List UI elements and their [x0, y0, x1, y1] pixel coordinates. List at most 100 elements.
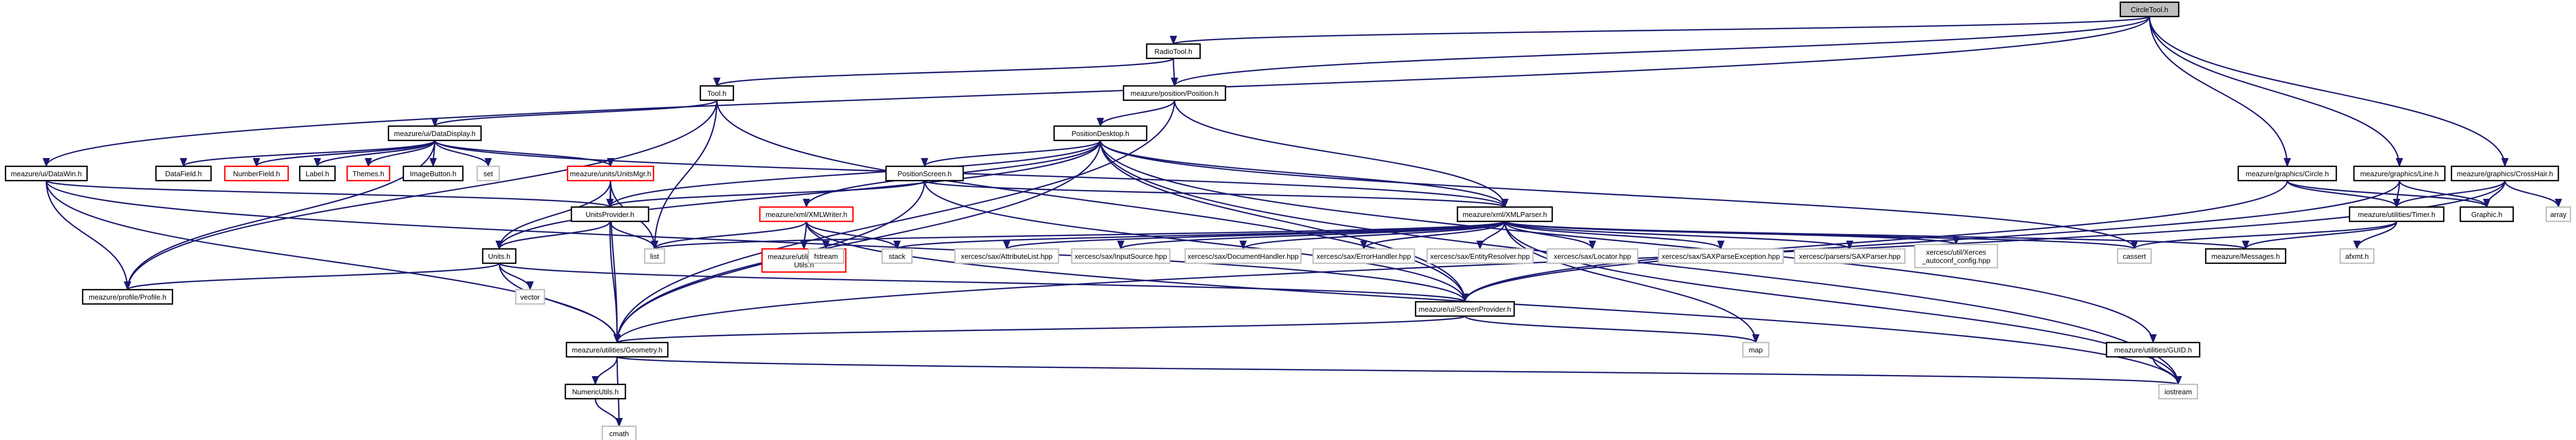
edge-tool-to-screenprovider: [716, 100, 1469, 303]
edge-xmlparser-to-saxparseexception: [1504, 221, 1725, 250]
node-array[interactable]: array: [2545, 206, 2572, 222]
node-attributelist[interactable]: xercesc/sax/AttributeList.hpp: [954, 248, 1060, 264]
node-locator[interactable]: xercesc/sax/Locator.hpp: [1546, 248, 1639, 264]
node-afxmt[interactable]: afxmt.h: [2339, 248, 2375, 264]
node-positiondesktop[interactable]: PositionDesktop.h: [1053, 125, 1148, 142]
edge-datawin-to-geometry: [45, 180, 621, 344]
edge-guid-to-iostream: [2152, 356, 2182, 385]
edge-graphicsline-to-screenprovider: [1461, 180, 2400, 303]
node-xercescconfig[interactable]: xercesc/util/Xerces_autoconf_config.hpp: [1914, 243, 1999, 269]
edge-xmlparser-to-documenthandler: [1239, 220, 1506, 250]
node-xmlparser[interactable]: meazure/xml/XMLParser.h: [1456, 206, 1553, 222]
edge-xmlwriter-to-stringutils: [800, 221, 808, 250]
edge-crosshair-to-array: [2504, 180, 2562, 208]
node-label-iostream: iostream: [2164, 388, 2192, 396]
node-label-fstream: fstream: [814, 252, 838, 260]
node-box-iostream: [2158, 383, 2199, 400]
node-label-messages: meazure/Messages.h: [2211, 252, 2280, 260]
node-xmlwriter[interactable]: meazure/xml/XMLWriter.h: [759, 206, 854, 222]
node-box-themes: [346, 165, 391, 182]
node-circletool[interactable]: CircleTool.h: [2119, 1, 2180, 18]
node-label-cassert: cassert: [2123, 252, 2146, 260]
node-themes[interactable]: Themes.h: [346, 165, 391, 182]
node-inputsource[interactable]: xercesc/sax/InputSource.hpp: [1071, 248, 1171, 264]
edge-crosshair-to-timer: [2393, 180, 2506, 208]
node-unitsmgr[interactable]: meazure/units/UnitsMgr.h: [566, 165, 655, 182]
node-datawin[interactable]: meazure/ui/DataWin.h: [4, 165, 88, 182]
edge-positiondesktop-to-units: [495, 140, 1101, 250]
node-graphicscircle[interactable]: meazure/graphics/Circle.h: [2237, 165, 2337, 182]
node-label[interactable]: Label.h: [299, 165, 336, 182]
edge-datadisplay-to-numberfield: [252, 140, 436, 167]
node-box-graphicsline: [2353, 165, 2446, 182]
edge-positiondesktop-to-cassert: [1099, 140, 2138, 250]
edge-xmlwriter-to-list: [651, 221, 807, 250]
node-label-set: set: [483, 170, 493, 178]
edge-xmlparser-to-locator: [1504, 221, 1596, 250]
node-documenthandler[interactable]: xercesc/sax/DocumentHandler.hpp: [1184, 248, 1302, 264]
node-graphicsline[interactable]: meazure/graphics/Line.h: [2353, 165, 2446, 182]
node-box-documenthandler: [1184, 248, 1302, 264]
node-numberfield[interactable]: NumberField.h: [224, 165, 289, 182]
node-datafield[interactable]: DataField.h: [155, 165, 212, 182]
node-list[interactable]: list: [644, 248, 666, 264]
node-guid[interactable]: meazure/utilities/GUID.h: [2105, 341, 2201, 358]
node-messages[interactable]: meazure/Messages.h: [2205, 248, 2287, 264]
node-box-geometry: [565, 341, 669, 358]
node-box-saxparseexception: [1657, 248, 1784, 264]
node-stack[interactable]: stack: [881, 248, 913, 264]
node-screenprovider[interactable]: meazure/ui/ScreenProvider.h: [1414, 301, 1515, 317]
node-iostream[interactable]: iostream: [2158, 383, 2199, 400]
node-saxparseexception[interactable]: xercesc/sax/SAXParseException.hpp: [1657, 248, 1784, 264]
node-box-datawin: [4, 165, 88, 182]
edge-graphicscircle-to-timer: [2286, 180, 2401, 208]
edge-graphicscircle-to-screenprovider: [1461, 180, 2288, 303]
edge-numericutils-to-cmath: [595, 398, 623, 427]
edge-datadisplay-to-set: [434, 140, 492, 167]
node-label-circletool: CircleTool.h: [2131, 6, 2168, 14]
node-box-positionscreen: [885, 165, 964, 182]
node-cmath[interactable]: cmath: [601, 425, 637, 440]
edge-circletool-to-graphicscircle: [2148, 16, 2291, 167]
node-set[interactable]: set: [476, 165, 500, 182]
node-fstream[interactable]: fstream: [807, 248, 845, 264]
node-box-crosshair: [2450, 165, 2559, 182]
node-profile[interactable]: meazure/profile/Profile.h: [82, 289, 174, 305]
node-cassert[interactable]: cassert: [2116, 248, 2152, 264]
node-box-attributelist: [954, 248, 1060, 264]
node-vector[interactable]: vector: [515, 289, 546, 305]
node-radiotool[interactable]: RadioTool.h: [1146, 43, 1201, 59]
node-label-xmlparser: meazure/xml/XMLParser.h: [1462, 210, 1547, 219]
node-label-crosshair: meazure/graphics/CrossHair.h: [2457, 170, 2553, 178]
node-box-map: [1742, 341, 1770, 358]
node-position[interactable]: meazure/position/Position.h: [1122, 85, 1227, 101]
node-label-documenthandler: xercesc/sax/DocumentHandler.hpp: [1187, 252, 1299, 260]
node-label-timer: meazure/utilities/Timer.h: [2358, 210, 2435, 219]
node-geometry[interactable]: meazure/utilities/Geometry.h: [565, 341, 669, 358]
node-timer[interactable]: meazure/utilities/Timer.h: [2348, 206, 2445, 222]
node-crosshair[interactable]: meazure/graphics/CrossHair.h: [2450, 165, 2559, 182]
node-errorhandler[interactable]: xercesc/sax/ErrorHandler.hpp: [1312, 248, 1416, 264]
node-datadisplay[interactable]: meazure/ui/DataDisplay.h: [387, 125, 482, 142]
edge-datadisplay-to-datafield: [180, 139, 436, 167]
node-label-numericutils: NumericUtils.h: [572, 388, 619, 396]
node-numericutils[interactable]: NumericUtils.h: [564, 383, 627, 400]
node-graphic[interactable]: Graphic.h: [2459, 206, 2514, 222]
node-tool[interactable]: Tool.h: [699, 85, 735, 101]
node-saxparser[interactable]: xercesc/parsers/SAXParser.hpp: [1794, 248, 1906, 264]
node-imagebutton[interactable]: ImageButton.h: [402, 165, 464, 182]
edge-tool-to-datadisplay: [431, 99, 718, 127]
node-box-entityresolver: [1426, 248, 1534, 264]
node-box-set: [476, 165, 500, 182]
node-box-radiotool: [1146, 43, 1201, 59]
node-entityresolver[interactable]: xercesc/sax/EntityResolver.hpp: [1426, 248, 1534, 264]
edge-xmlparser-to-inputsource: [1117, 220, 1506, 250]
node-label-position: meazure/position/Position.h: [1131, 89, 1219, 97]
edge-tool-to-profile: [123, 100, 718, 291]
node-box-cmath: [601, 425, 637, 440]
node-map[interactable]: map: [1742, 341, 1770, 358]
node-positionscreen[interactable]: PositionScreen.h: [885, 165, 964, 182]
node-label-radiotool: RadioTool.h: [1154, 47, 1192, 56]
node-units[interactable]: Units.h: [482, 248, 517, 264]
node-unitsprovider[interactable]: UnitsProvider.h: [570, 206, 650, 222]
